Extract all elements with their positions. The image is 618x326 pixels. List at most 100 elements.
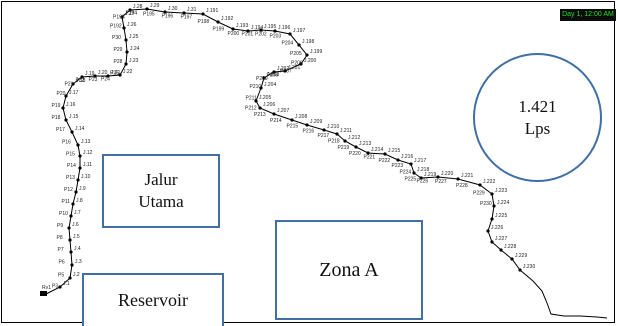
reservoir-label: Reservoir <box>118 290 188 310</box>
junction-node[interactable] <box>273 29 277 33</box>
junction-label: J.230 <box>523 264 535 270</box>
junction-node[interactable] <box>78 154 82 158</box>
junction-node[interactable] <box>120 15 124 19</box>
junction-node[interactable] <box>272 70 276 74</box>
junction-node[interactable] <box>510 257 514 261</box>
junction-node[interactable] <box>396 158 400 162</box>
junction-label: J.25 <box>129 34 139 40</box>
junction-node[interactable] <box>145 7 149 11</box>
junction-node[interactable] <box>71 202 75 206</box>
junction-node[interactable] <box>106 74 110 78</box>
junction-node[interactable] <box>283 69 287 73</box>
junction-node[interactable] <box>258 106 262 110</box>
reservoir-node-icon[interactable] <box>40 291 47 296</box>
pipe-label: P202 <box>255 32 267 38</box>
junction-node[interactable] <box>69 250 73 254</box>
junction-label: J.1 <box>63 281 70 287</box>
pipe-label: P220 <box>349 151 361 157</box>
pipe-line[interactable] <box>45 8 608 319</box>
junction-node[interactable] <box>335 132 339 136</box>
junction-node[interactable] <box>61 106 65 110</box>
pipe-label: P11 <box>62 199 71 205</box>
junction-node[interactable] <box>409 162 413 166</box>
junction-node[interactable] <box>231 27 235 31</box>
junction-node[interactable] <box>68 238 72 242</box>
junction-node[interactable] <box>272 112 276 116</box>
junction-node[interactable] <box>201 12 205 16</box>
junction-node[interactable] <box>163 10 167 14</box>
junction-node[interactable] <box>322 128 326 132</box>
junction-label: J.206 <box>263 102 275 108</box>
junction-node[interactable] <box>64 118 68 122</box>
junction-node[interactable] <box>67 226 71 230</box>
pipe-label: P211 <box>246 96 258 102</box>
junction-node[interactable] <box>436 175 440 179</box>
junction-label: J.22 <box>123 69 133 75</box>
junction-node[interactable] <box>76 143 80 147</box>
junction-node[interactable] <box>125 50 129 54</box>
junction-label: J.17 <box>69 90 79 96</box>
junction-node[interactable] <box>128 8 132 12</box>
pipe-label: P214 <box>270 118 282 124</box>
junction-node[interactable] <box>478 183 482 187</box>
junction-node[interactable] <box>305 123 309 127</box>
junction-label: J.218 <box>417 167 429 173</box>
junction-node[interactable] <box>262 76 266 80</box>
junction-node[interactable] <box>70 130 74 134</box>
junction-node[interactable] <box>80 75 84 79</box>
junction-node[interactable] <box>259 86 263 90</box>
junction-node[interactable] <box>366 151 370 155</box>
junction-node[interactable] <box>518 268 522 272</box>
junction-node[interactable] <box>124 62 128 66</box>
junction-node[interactable] <box>412 171 416 175</box>
junction-node[interactable] <box>78 166 82 170</box>
junction-node[interactable] <box>216 20 220 24</box>
junction-node[interactable] <box>354 145 358 149</box>
junction-node[interactable] <box>299 62 303 66</box>
junction-node[interactable] <box>456 177 460 181</box>
junction-node[interactable] <box>118 73 122 77</box>
junction-node[interactable] <box>305 53 309 57</box>
junction-label: J.199 <box>310 49 322 55</box>
junction-label: J.6 <box>72 222 79 228</box>
junction-node[interactable] <box>254 99 258 103</box>
junction-node[interactable] <box>490 217 494 221</box>
junction-node[interactable] <box>259 28 263 32</box>
junction-node[interactable] <box>124 38 128 42</box>
junction-node[interactable] <box>499 248 503 252</box>
junction-node[interactable] <box>383 152 387 156</box>
pipe-label: P19 <box>52 103 61 109</box>
junction-label: J.224 <box>497 200 509 206</box>
junction-node[interactable] <box>246 29 250 33</box>
junction-label: J.26 <box>127 22 137 28</box>
junction-node[interactable] <box>122 26 126 30</box>
junction-node[interactable] <box>288 32 292 36</box>
junction-node[interactable] <box>297 43 301 47</box>
jalur-label-line1: Jalur <box>144 170 178 189</box>
junction-label: J.14 <box>75 126 85 132</box>
junction-node[interactable] <box>419 176 423 180</box>
junction-node[interactable] <box>343 139 347 143</box>
pipe-label: P18 <box>52 115 61 121</box>
pipe-label: P226 <box>417 179 429 185</box>
junction-label: J.30 <box>168 6 178 12</box>
junction-node[interactable] <box>490 192 494 196</box>
junction-node[interactable] <box>74 190 78 194</box>
junction-node[interactable] <box>490 240 494 244</box>
junction-node[interactable] <box>486 229 490 233</box>
junction-node[interactable] <box>76 178 80 182</box>
junction-node[interactable] <box>182 11 186 15</box>
junction-node[interactable] <box>69 214 73 218</box>
junction-node[interactable] <box>58 285 62 289</box>
junction-node[interactable] <box>93 74 97 78</box>
junction-node[interactable] <box>71 82 75 86</box>
zona-a-label-box: Zona A <box>275 220 423 320</box>
junction-node[interactable] <box>492 204 496 208</box>
junction-node[interactable] <box>70 263 74 267</box>
junction-node[interactable] <box>64 94 68 98</box>
junction-node[interactable] <box>68 276 72 280</box>
junction-label: J.19 <box>85 71 95 77</box>
junction-node[interactable] <box>290 118 294 122</box>
